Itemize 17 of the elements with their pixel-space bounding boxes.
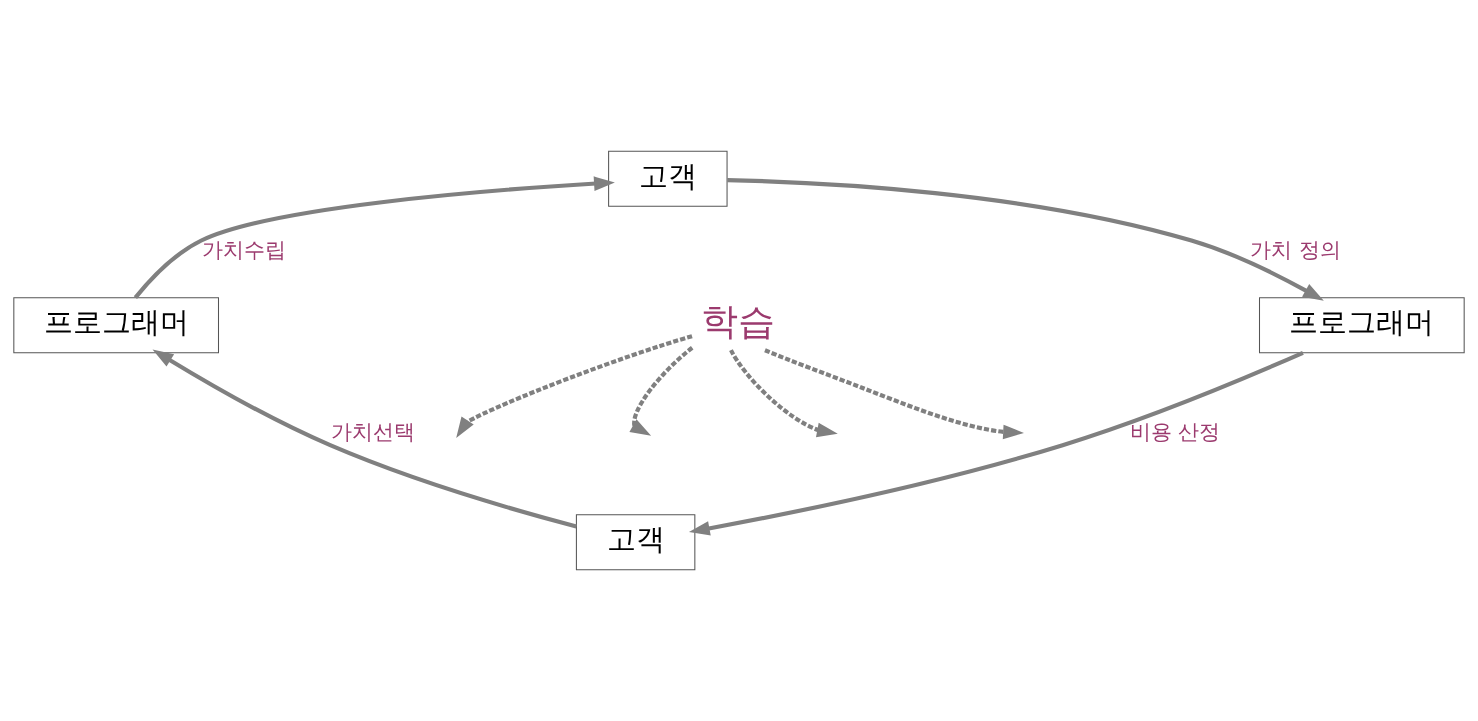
node-text: 학습 (701, 299, 776, 344)
arrow (629, 346, 694, 436)
edge-label: 가치선택 (330, 419, 415, 444)
arrow (727, 178, 1324, 301)
arrow (764, 348, 1024, 440)
arrow (456, 334, 693, 438)
node-box: 프로그래머 (1259, 297, 1465, 354)
arrow (729, 349, 838, 438)
node-box: 고객 (608, 150, 728, 207)
edge-label: 비용 산정 (1129, 419, 1221, 444)
edge-label: 가치 정의 (1250, 238, 1341, 263)
edge-label: 가치수립 (201, 238, 286, 263)
node-box: 프로그래머 (13, 297, 219, 354)
arrow (688, 350, 1304, 536)
arrow (152, 349, 577, 529)
node-box: 고객 (575, 514, 696, 571)
arrow (133, 176, 615, 299)
